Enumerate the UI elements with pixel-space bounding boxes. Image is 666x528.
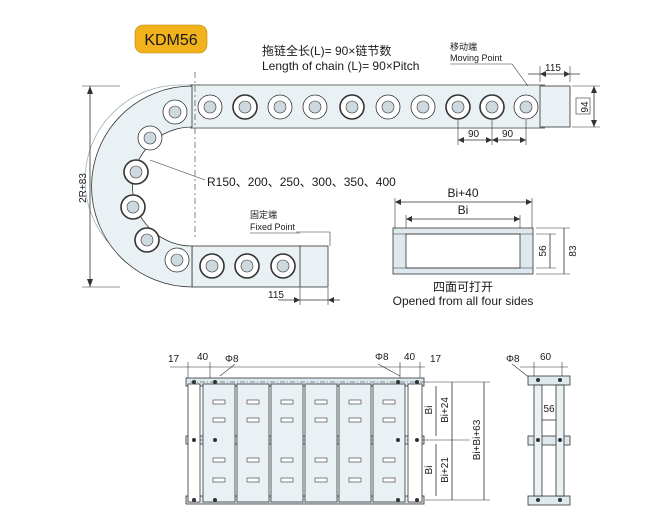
end-115-top: 115 <box>545 63 561 74</box>
end-60: 60 <box>540 352 552 363</box>
section-opening <box>405 233 521 269</box>
radius-leader <box>149 159 206 181</box>
moving-end-bracket <box>539 85 571 128</box>
phi8-mid: Φ8 <box>375 352 389 363</box>
end-view: Φ8 60 56 <box>506 352 571 506</box>
section-bi40: Bi+40 <box>447 186 478 200</box>
pitch-b: 90 <box>502 129 514 140</box>
moving-point-leader <box>511 63 529 87</box>
cross-section: Bi+40 Bi 56 83 四面可打开 Opened from all fou… <box>392 186 579 308</box>
top-40-left: 40 <box>197 352 209 363</box>
chain-top-band <box>190 84 545 129</box>
side-bi-a: Bi <box>424 406 435 415</box>
section-caption-cn: 四面可打开 <box>433 280 493 294</box>
end-56: 56 <box>543 404 555 415</box>
section-h56: 56 <box>538 245 549 257</box>
chain-bottom-links <box>199 253 296 279</box>
phi8-end: Φ8 <box>506 354 520 365</box>
heading-cn: 拖链全长(L)= 90×链节数 <box>262 43 391 58</box>
top-17-left: 17 <box>168 354 180 365</box>
badge-background <box>134 24 208 54</box>
fixed-point-cn: 固定端 <box>250 209 277 220</box>
moving-point-en: Moving Point <box>450 53 503 63</box>
section-bi: Bi <box>458 203 469 217</box>
link-plate <box>270 383 304 503</box>
end-plate-right <box>407 383 423 503</box>
moving-point-cn: 移动端 <box>450 41 477 52</box>
section-h83: 83 <box>568 245 579 257</box>
side-bi24: Bi+24 <box>440 397 451 423</box>
loop-height-label: 2R+83 <box>78 173 89 203</box>
badge-text: KDM56 <box>144 32 197 49</box>
radius-list: R150、200、250、300、350、400 <box>207 175 396 189</box>
top-view: 17 40 Φ8 Φ8 40 17 <box>168 352 490 505</box>
chain-bend-links <box>120 99 190 273</box>
end-115-bottom: 115 <box>268 290 284 301</box>
height-94: 94 <box>580 101 591 113</box>
end-mount-block <box>575 97 591 115</box>
model-badge: KDM56 <box>134 24 208 54</box>
fixed-point-en: Fixed Point <box>250 222 296 232</box>
end-plate-left <box>187 383 201 503</box>
phi8-left: Φ8 <box>225 354 239 365</box>
top-17-right: 17 <box>430 354 442 365</box>
fixed-end-bracket <box>299 245 329 288</box>
chain-bend-fill <box>91 85 193 288</box>
heading-en: Length of chain (L)= 90×Pitch <box>262 59 419 73</box>
side-total: Bi+Bi+63 <box>472 419 483 460</box>
chain-top-links <box>197 94 539 120</box>
section-caption-en: Opened from all four sides <box>393 294 534 308</box>
top-40-right: 40 <box>404 352 416 363</box>
side-bi-b: Bi <box>424 466 435 475</box>
pitch-a: 90 <box>468 129 480 140</box>
side-bi21: Bi+21 <box>440 457 451 483</box>
